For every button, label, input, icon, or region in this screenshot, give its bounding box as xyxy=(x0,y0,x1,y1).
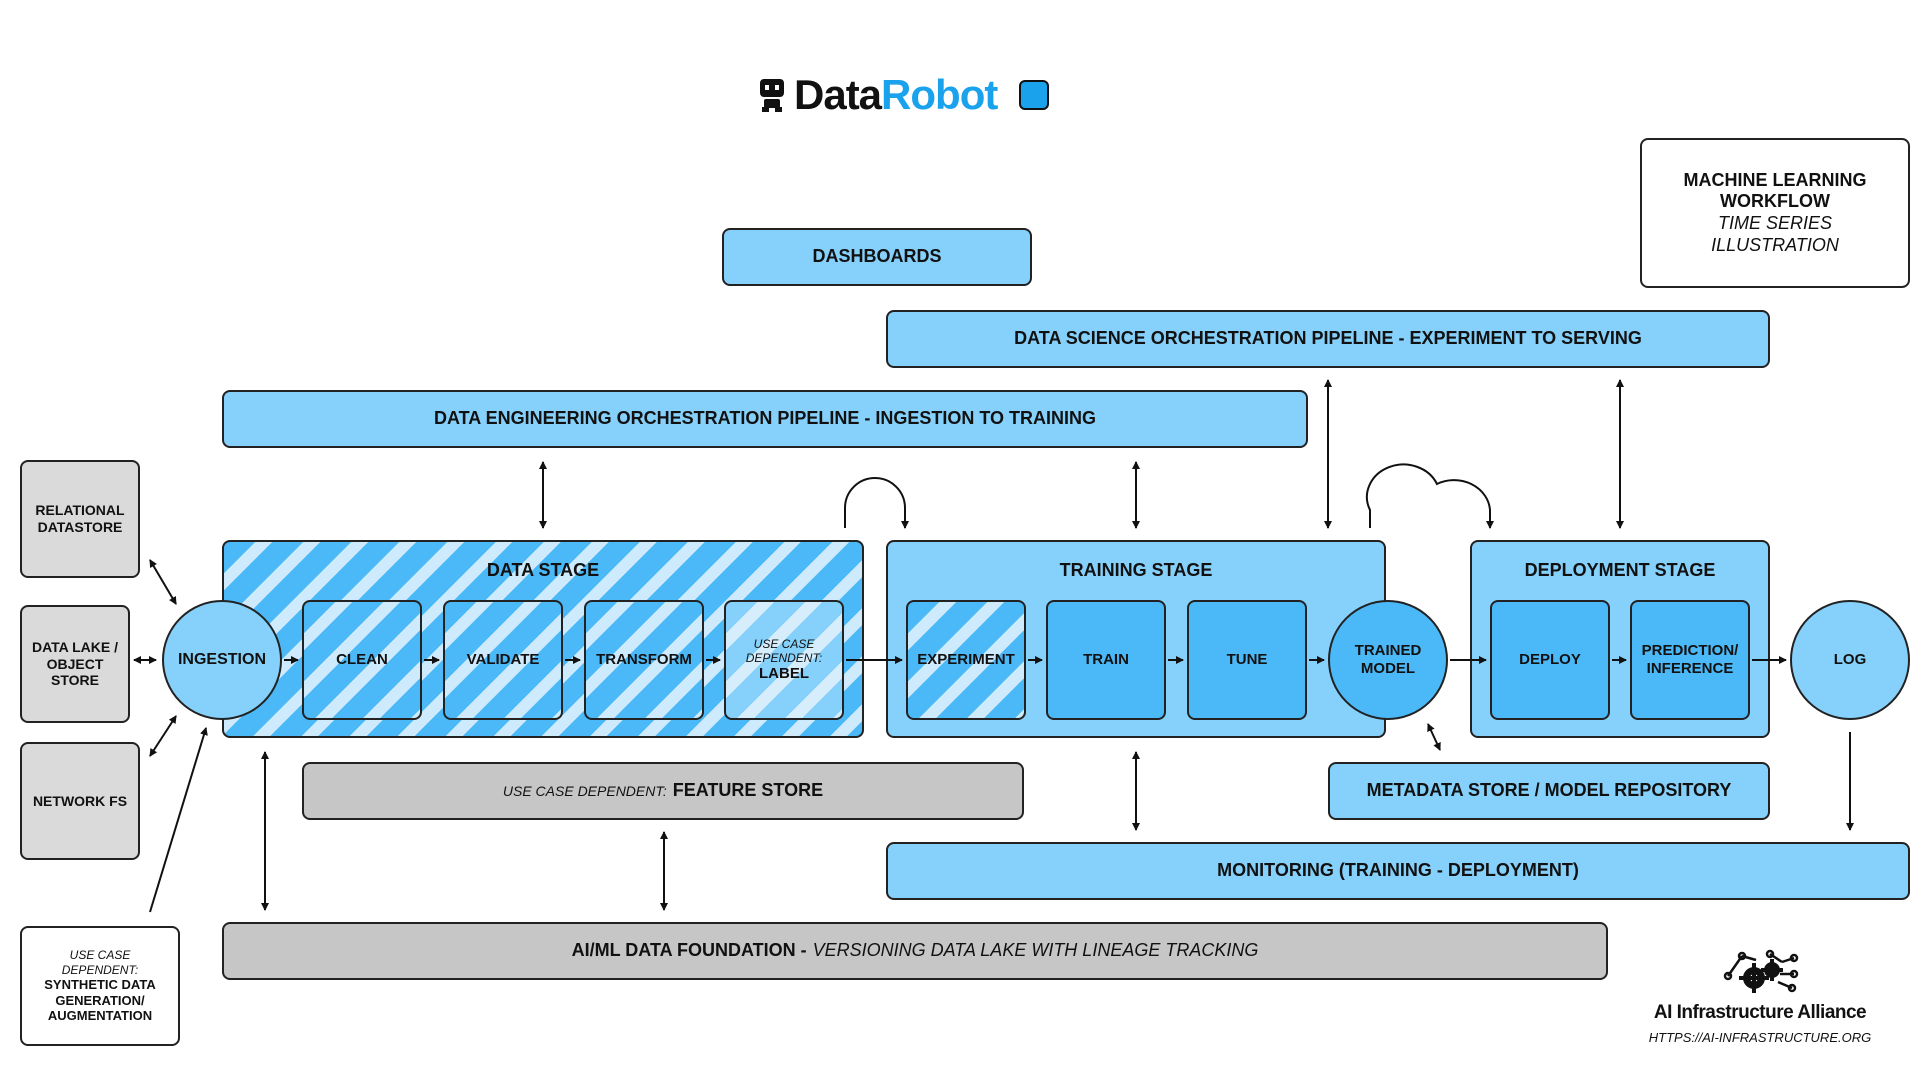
synthetic-text: SYNTHETIC DATA GENERATION/ AUGMENTATION xyxy=(44,977,156,1024)
feature-store-prefix: USE CASE DEPENDENT: xyxy=(502,782,667,799)
data-lake-object-store: DATA LAKE / OBJECT STORE xyxy=(20,605,130,723)
alliance-name: AI Infrastructure Alliance xyxy=(1653,1002,1867,1023)
synthetic-data-box: USE CASE DEPENDENT: SYNTHETIC DATA GENER… xyxy=(20,926,180,1046)
de-orchestration-pipeline: DATA ENGINEERING ORCHESTRATION PIPELINE … xyxy=(222,390,1308,448)
deploy-step: DEPLOY xyxy=(1490,600,1610,720)
ai-ml-data-foundation: AI/ML DATA FOUNDATION - VERSIONING DATA … xyxy=(222,922,1608,980)
gears-network-icon xyxy=(1723,949,1799,993)
info-line2: WORKFLOW xyxy=(1720,191,1830,212)
alliance-url: HTTPS://AI-INFRASTRUCTURE.ORG xyxy=(1648,1030,1872,1045)
label-step: USE CASE DEPENDENT: LABEL xyxy=(724,600,844,720)
experiment-step: EXPERIMENT xyxy=(906,600,1026,720)
foundation-bold: AI/ML DATA FOUNDATION - xyxy=(571,940,807,961)
relational-datastore: RELATIONAL DATASTORE xyxy=(20,460,140,578)
metadata-store: METADATA STORE / MODEL REPOSITORY xyxy=(1328,762,1770,820)
alliance-logo: AI Infrastructure Alliance HTTPS://AI-IN… xyxy=(1620,946,1900,1046)
logo-text-data: Data xyxy=(794,71,882,118)
feature-store-text: FEATURE STORE xyxy=(672,780,824,801)
workflow-info-box: MACHINE LEARNING WORKFLOW TIME SERIES IL… xyxy=(1640,138,1910,288)
robot-icon xyxy=(760,79,784,112)
ds-orchestration-pipeline: DATA SCIENCE ORCHESTRATION PIPELINE - EX… xyxy=(886,310,1770,368)
info-line1: MACHINE LEARNING xyxy=(1683,169,1867,190)
synthetic-prefix: USE CASE DEPENDENT: xyxy=(61,948,139,977)
train-step: TRAIN xyxy=(1046,600,1166,720)
training-stage-title: TRAINING STAGE xyxy=(1059,560,1213,580)
clean-step: CLEAN xyxy=(302,600,422,720)
datarobot-logo: DataRobot xyxy=(758,70,1050,120)
network-fs: NETWORK FS xyxy=(20,742,140,860)
feature-store: USE CASE DEPENDENT: FEATURE STORE xyxy=(302,762,1024,820)
trained-model-node: TRAINED MODEL xyxy=(1328,600,1448,720)
foundation-italic: VERSIONING DATA LAKE WITH LINEAGE TRACKI… xyxy=(812,940,1259,961)
ingestion-node: INGESTION xyxy=(162,600,282,720)
deployment-stage-title: DEPLOYMENT STAGE xyxy=(1524,560,1716,580)
label-text: LABEL xyxy=(759,665,809,683)
log-node: LOG xyxy=(1790,600,1910,720)
info-line3: TIME SERIES xyxy=(1717,213,1833,233)
data-stage-title: DATA STAGE xyxy=(486,560,600,580)
prediction-inference-step: PREDICTION/ INFERENCE xyxy=(1630,600,1750,720)
label-prefix: USE CASE DEPENDENT: xyxy=(745,636,823,665)
monitoring-box: MONITORING (TRAINING - DEPLOYMENT) xyxy=(886,842,1910,900)
tune-step: TUNE xyxy=(1187,600,1307,720)
transform-step: TRANSFORM xyxy=(584,600,704,720)
dashboards-box: DASHBOARDS xyxy=(722,228,1032,286)
logo-square-icon xyxy=(1019,80,1050,110)
info-line4: ILLUSTRATION xyxy=(1711,234,1839,255)
logo-text-robot: Robot xyxy=(881,71,998,118)
validate-step: VALIDATE xyxy=(443,600,563,720)
